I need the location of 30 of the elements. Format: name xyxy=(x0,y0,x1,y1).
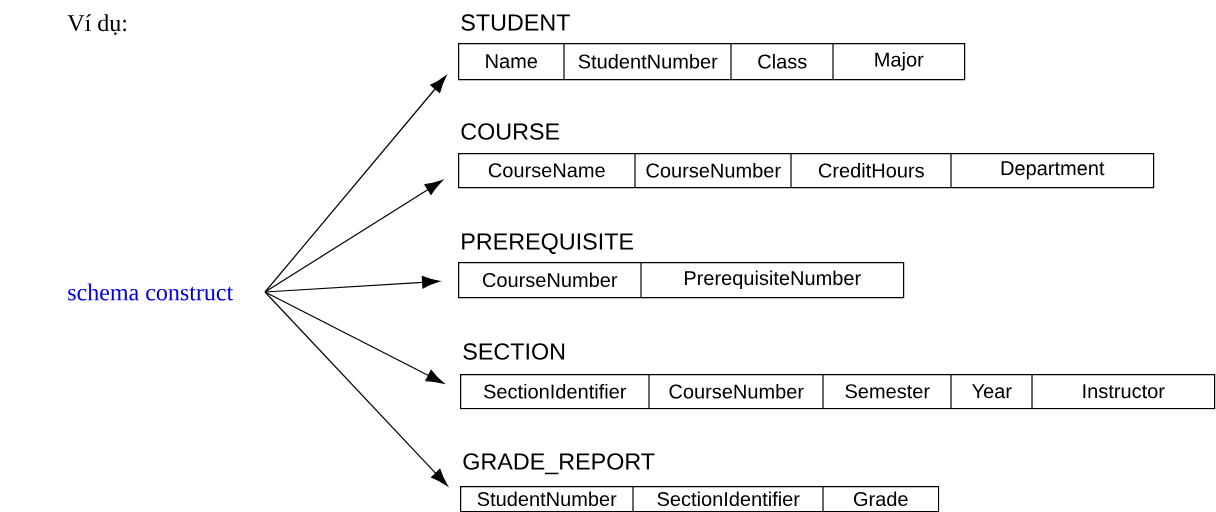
table-cell: SectionIdentifier xyxy=(657,491,800,507)
table-cell: Instructor xyxy=(1083,384,1165,399)
table-cell: Year xyxy=(972,384,1012,399)
table-cell: StudentNumber xyxy=(477,491,617,507)
arrow xyxy=(264,180,443,293)
table-heading: GRADE_REPORT xyxy=(463,453,655,475)
table-cell: StudentNumber xyxy=(578,53,718,69)
arrow xyxy=(264,75,447,293)
table-heading: SECTION xyxy=(463,343,565,360)
table-heading: PREREQUISITE xyxy=(462,233,633,254)
table-heading: COURSE xyxy=(461,123,560,140)
example-label: Ví dụ: xyxy=(67,14,126,35)
table-cell: Grade xyxy=(854,491,908,507)
arrow xyxy=(264,291,444,384)
arrow xyxy=(264,291,448,487)
table-cell: CourseNumber xyxy=(646,162,781,178)
table-cell: PrerequisiteNumber xyxy=(685,270,861,290)
table-cell: CourseNumber xyxy=(483,272,618,288)
table-cell: Department xyxy=(1001,161,1105,180)
table-cell: Name xyxy=(486,54,538,69)
table-cell: CourseName xyxy=(488,163,605,178)
table-cell: Semester xyxy=(845,384,930,399)
table-cell: CourseNumber xyxy=(669,383,804,399)
table-heading: STUDENT xyxy=(461,14,570,31)
table-cell: Major xyxy=(875,51,924,71)
table-cell: CreditHours xyxy=(818,162,924,178)
table-cell: SectionIdentifier xyxy=(483,383,627,399)
arrow xyxy=(264,276,440,293)
concept-text: schema construct xyxy=(68,283,234,301)
table-cell: Class xyxy=(758,53,807,69)
